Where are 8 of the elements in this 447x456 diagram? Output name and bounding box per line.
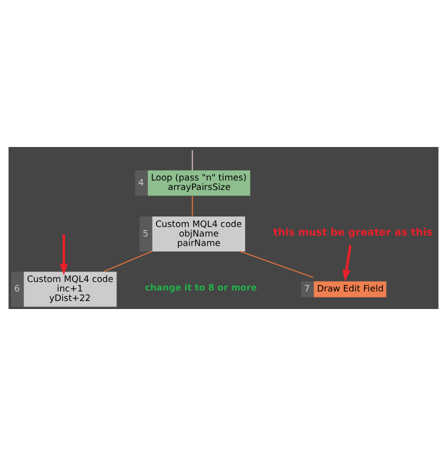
arrow <box>342 245 352 282</box>
connector <box>104 250 153 272</box>
connector <box>192 150 193 171</box>
arrow <box>60 234 68 276</box>
connector <box>239 250 314 278</box>
label: change it to 8 or more <box>144 284 257 294</box>
connector <box>192 195 193 217</box>
node-text: this must be greater as this <box>273 227 433 238</box>
